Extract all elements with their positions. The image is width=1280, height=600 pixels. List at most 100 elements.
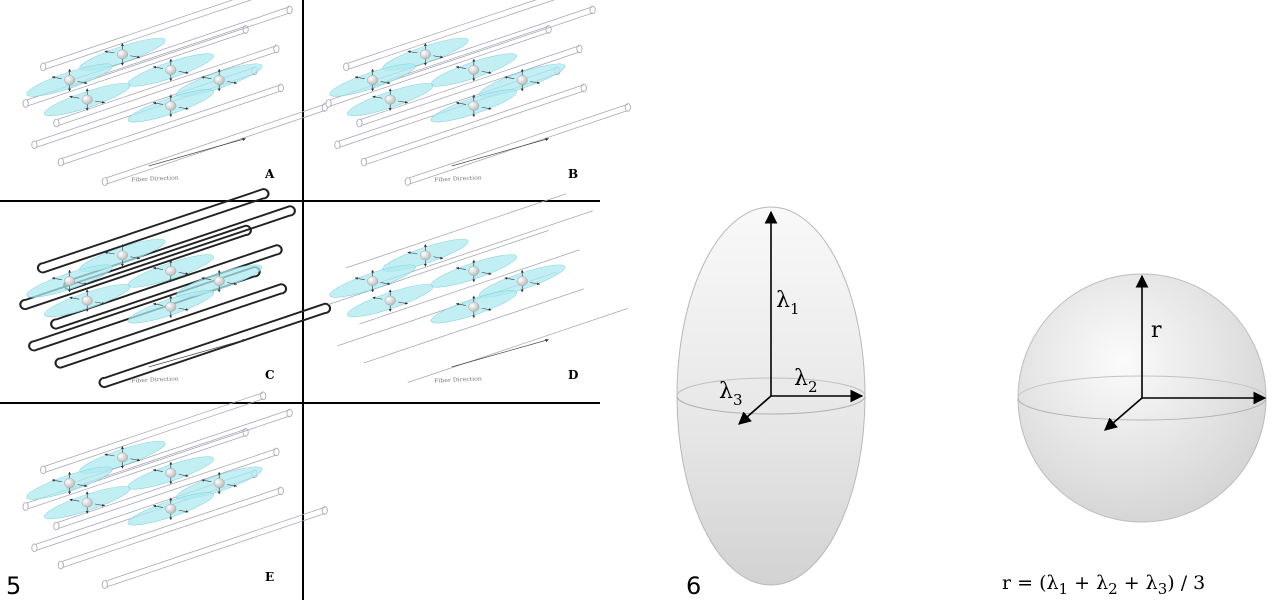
fiber: [43, 0, 234, 65]
cell-sphere: [165, 65, 177, 75]
diffusion-arrow: [178, 307, 189, 311]
fiber: [60, 487, 281, 563]
cell-sphere: [165, 468, 177, 478]
fiber: [56, 45, 277, 121]
cell-sphere: [468, 65, 480, 75]
fiber-end: [545, 25, 552, 34]
diffusion-arrow: [227, 484, 238, 488]
diffusion-arrow: [95, 100, 106, 104]
cell-sphere: [468, 266, 480, 276]
diffusion-arrow: [152, 302, 163, 306]
sphere: r: [1017, 273, 1267, 523]
fiber-end: [576, 44, 583, 54]
diffusion-arrow: [130, 55, 141, 59]
diffusion-arrow: [104, 453, 115, 457]
diffusion-arrow: [455, 266, 466, 270]
diffusion-arrow: [130, 458, 141, 462]
diffusion-arrow: [455, 302, 466, 306]
cell-sphere: [64, 276, 76, 286]
panel-c-drawing: Fiber Direction: [19, 188, 332, 389]
fiber-end: [242, 25, 249, 34]
diffusion-arrow: [130, 256, 141, 260]
cell-sphere: [213, 276, 225, 286]
cell-sphere: [213, 75, 225, 85]
diffusion-arrow: [178, 71, 189, 74]
fiber-end: [273, 44, 280, 54]
diffusion-arrow: [481, 307, 492, 311]
fiber: [56, 448, 277, 524]
fiber-direction-arrow: [451, 338, 549, 368]
fiber: [60, 84, 281, 160]
fiber: [43, 398, 264, 474]
panel-d: Fiber Direction D: [328, 193, 628, 385]
fiber-end: [57, 157, 64, 167]
radius-arrow-front: [1104, 397, 1143, 431]
fiber-end: [22, 502, 29, 511]
fiber: [372, 12, 593, 88]
diffusion-arrow: [407, 251, 418, 255]
fiber-end: [277, 83, 284, 93]
diffusion-arrow: [380, 81, 391, 85]
cell-sphere: [64, 75, 76, 85]
cell-sphere: [116, 250, 128, 261]
lambda1-label: λ1: [776, 288, 800, 318]
diffusion-arrow: [69, 498, 80, 502]
fiber: [19, 224, 252, 311]
diffusion-arrow: [433, 55, 444, 59]
cell-sphere: [516, 276, 528, 286]
cell-sphere: [81, 295, 93, 306]
diffusion-arrow: [104, 50, 115, 54]
diffusion-arrow: [455, 101, 466, 105]
fiber: [54, 283, 288, 369]
cell-sphere: [367, 276, 379, 286]
fiber: [363, 90, 584, 166]
fiber-end: [580, 83, 587, 93]
fiber: [56, 454, 277, 530]
cell-sphere: [165, 266, 177, 276]
cell-sphere: [384, 295, 396, 306]
fiber-end: [404, 177, 411, 186]
fiber-end: [273, 447, 280, 457]
diffusion-arrow: [227, 81, 238, 85]
fiber-direction-arrow: [148, 338, 246, 368]
diffusion-arrow: [481, 272, 492, 275]
diffusion-arrow: [152, 504, 163, 508]
cell-sphere: [64, 478, 76, 488]
diffusion-arrow: [481, 106, 492, 110]
fiber: [328, 230, 549, 305]
panel-a-drawing: Fiber Direction: [22, 0, 328, 186]
ellipsoid-equator-front: [676, 395, 866, 415]
fiber-direction-caption: Fiber Direction: [434, 377, 482, 385]
fiber: [25, 32, 246, 107]
panel-d-label: D: [568, 368, 578, 382]
figure-6-number: 6: [686, 572, 701, 600]
diffusion-arrow: [51, 277, 62, 280]
diffusion-arrow: [398, 100, 409, 104]
radius-label: r: [1151, 318, 1162, 343]
fiber-end: [260, 391, 267, 401]
panel-d-drawing: Fiber Direction: [328, 193, 628, 385]
fiber-end: [242, 428, 249, 437]
fiber-end: [624, 103, 631, 112]
diffusion-arrow: [455, 65, 466, 69]
fiber: [104, 513, 325, 588]
diffusion-arrow: [504, 76, 515, 79]
diffusion-arrow: [407, 50, 418, 54]
fiber-direction-caption: Fiber Direction: [434, 176, 482, 184]
fiber-direction-arrow: [148, 137, 246, 167]
fiber-end: [325, 99, 332, 108]
diffusion-arrow: [481, 71, 492, 74]
diffusion-arrow: [433, 256, 444, 260]
panel-b-label: B: [568, 167, 578, 181]
diffusion-arrow: [178, 272, 189, 275]
diffusion-arrow: [201, 277, 212, 280]
fiber: [98, 302, 332, 389]
fiber: [69, 415, 290, 491]
fiber-end: [31, 543, 38, 553]
fiber-end: [360, 157, 367, 167]
fiber: [407, 103, 628, 179]
diffusion-arrow: [152, 65, 163, 69]
fiber: [36, 188, 270, 274]
